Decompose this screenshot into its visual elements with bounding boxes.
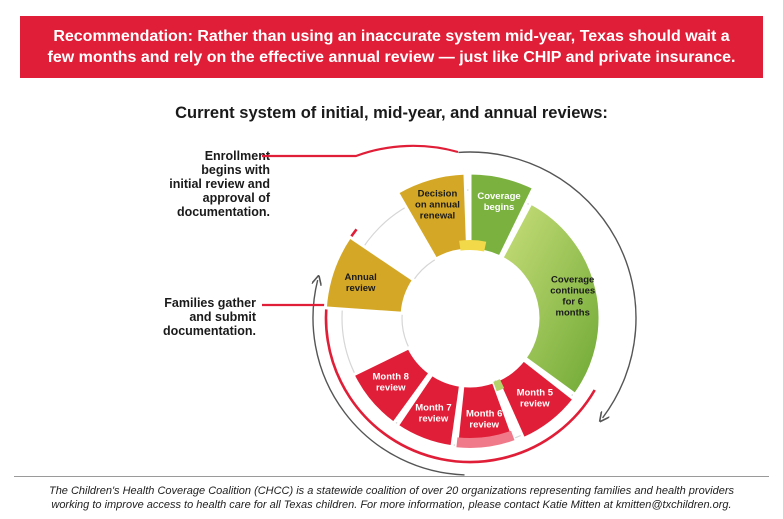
month-7-segment bbox=[395, 372, 463, 449]
families-annotation: Families gather and submit documentation… bbox=[110, 296, 256, 338]
enrollment-line-3: initial review and bbox=[169, 177, 270, 191]
month-5-segment-label-line: Month 5 bbox=[517, 388, 554, 399]
month-6-segment bbox=[454, 379, 517, 450]
banner-line-1: Recommendation: Rather than using an ina… bbox=[53, 28, 730, 45]
coverage-begins-segment-label-line: begins bbox=[484, 202, 515, 213]
families-line-2: and submit bbox=[189, 310, 256, 324]
coverage-begins-segment-label-line: Coverage bbox=[477, 191, 520, 202]
accent-band-month6-outer bbox=[456, 430, 515, 448]
month-5-segment bbox=[495, 357, 577, 441]
footer-line-1: The Children's Health Coverage Coalition… bbox=[48, 485, 735, 497]
coverage-continues-segment bbox=[499, 201, 602, 397]
coverage-continues-segment-label-line: months bbox=[556, 308, 590, 319]
footer-divider bbox=[14, 476, 769, 477]
coverage-continues-segment-label-line: for 6 bbox=[562, 297, 583, 308]
footer-line-2: working to improve access to health care… bbox=[51, 499, 732, 511]
enrollment-annotation: Enrollment begins with initial review an… bbox=[120, 149, 270, 219]
enrollment-line-1: Enrollment bbox=[204, 149, 270, 163]
month-8-segment bbox=[351, 345, 433, 426]
month-5-segment-label-line: review bbox=[520, 399, 550, 410]
month-7-segment-label-line: Month 7 bbox=[415, 403, 451, 414]
enrollment-line-2: begins with bbox=[201, 163, 270, 177]
decision-segment-label-line: Decision bbox=[418, 189, 458, 200]
month-6-segment-label-line: Month 6 bbox=[466, 409, 502, 420]
coverage-continues-segment-label-line: continues bbox=[550, 286, 595, 297]
banner-line-2: few months and rely on the effective ann… bbox=[47, 49, 736, 66]
accent-band-top bbox=[459, 240, 487, 252]
enrollment-line-5: documentation. bbox=[176, 205, 270, 219]
enrollment-leader-line bbox=[262, 144, 459, 158]
segment-layer bbox=[323, 171, 602, 450]
footer-note: The Children's Health Coverage Coalition… bbox=[20, 484, 763, 512]
families-line-1: Families gather bbox=[164, 296, 256, 310]
accent-band-month6 bbox=[493, 379, 505, 392]
diagram-subtitle: Current system of initial, mid-year, and… bbox=[175, 104, 608, 122]
cycle-arrow-left bbox=[313, 280, 465, 476]
annual-review-segment bbox=[323, 234, 416, 315]
month-7-segment-label-line: review bbox=[419, 414, 449, 425]
month-8-segment-label-line: review bbox=[376, 383, 406, 394]
coverage-continues-segment-label-line: Coverage bbox=[551, 275, 594, 286]
month-6-segment-label-line: review bbox=[469, 420, 499, 431]
decision-segment-label-line: renewal bbox=[420, 211, 455, 222]
coverage-begins-segment bbox=[468, 171, 536, 259]
annual-review-segment-label-line: Annual bbox=[345, 272, 377, 283]
enrollment-line-4: approval of bbox=[202, 191, 270, 205]
annual-review-segment-label-line: review bbox=[346, 283, 376, 294]
families-line-3: documentation. bbox=[162, 324, 256, 338]
cycle-arrow-right bbox=[458, 151, 637, 418]
month-8-segment-label-line: Month 8 bbox=[373, 372, 409, 383]
decision-segment-label-line: on annual bbox=[415, 200, 460, 211]
decision-segment bbox=[395, 171, 470, 262]
recommendation-banner: Recommendation: Rather than using an ina… bbox=[20, 16, 763, 78]
